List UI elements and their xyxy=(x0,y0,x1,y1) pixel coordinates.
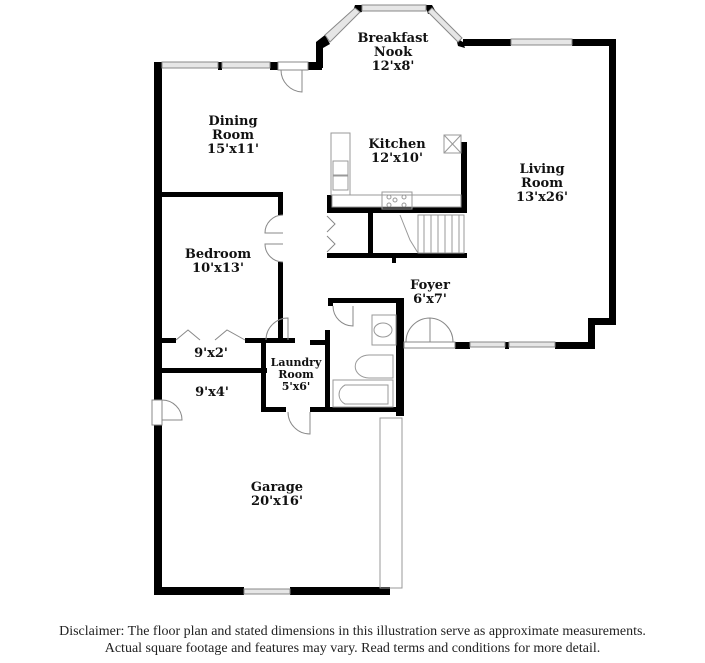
room-name: Room xyxy=(521,176,563,191)
room-dimensions: 15'x11' xyxy=(207,142,259,157)
room-dimensions: 9'x2' xyxy=(194,346,228,361)
room-name: Room xyxy=(278,368,314,381)
room-label-garage: Garage 20'x16' xyxy=(251,481,303,509)
room-name: Nook xyxy=(373,45,413,60)
room-dimensions: 9'x4' xyxy=(195,385,229,400)
room-dimensions: 13'x26' xyxy=(516,190,568,205)
room-dimensions: 5'x6' xyxy=(281,380,311,393)
room-label-closet: 9'x2' xyxy=(194,347,228,361)
disclaimer-line-2: Actual square footage and features may v… xyxy=(104,641,601,656)
disclaimer: Disclaimer: The floor plan and stated di… xyxy=(0,623,705,657)
room-name: Dining xyxy=(208,114,258,129)
room-name: Bedroom xyxy=(184,247,252,262)
disclaimer-line-1: Disclaimer: The floor plan and stated di… xyxy=(59,624,646,639)
room-label-bedroom: Bedroom 10'x13' xyxy=(185,248,251,276)
room-name: Kitchen xyxy=(368,137,426,152)
doors xyxy=(151,61,456,435)
room-label-dining-room: Dining Room 15'x11' xyxy=(207,115,259,157)
room-name: Laundry xyxy=(270,356,322,369)
room-dimensions: 12'x10' xyxy=(371,151,423,166)
room-name: Foyer xyxy=(410,278,450,293)
fixtures xyxy=(330,132,465,589)
room-name: Garage xyxy=(250,480,304,495)
windows xyxy=(161,4,573,595)
room-label-foyer: Foyer 6'x7' xyxy=(410,279,450,307)
room-label-storage: 9'x4' xyxy=(195,386,229,400)
room-label-breakfast-nook: Breakfast Nook 12'x8' xyxy=(358,32,429,74)
room-dimensions: 6'x7' xyxy=(413,292,447,307)
room-label-living-room: Living Room 13'x26' xyxy=(516,163,568,205)
room-name: Breakfast xyxy=(357,31,429,46)
floor-plan xyxy=(151,4,616,595)
walls xyxy=(154,5,616,595)
room-name: Room xyxy=(212,128,254,143)
room-label-kitchen: Kitchen 12'x10' xyxy=(368,138,425,166)
room-dimensions: 12'x8' xyxy=(371,59,415,74)
room-dimensions: 20'x16' xyxy=(251,494,303,509)
room-label-laundry-room: Laundry Room 5'x6' xyxy=(271,357,322,393)
room-name: Living xyxy=(519,162,565,177)
room-dimensions: 10'x13' xyxy=(192,261,244,276)
